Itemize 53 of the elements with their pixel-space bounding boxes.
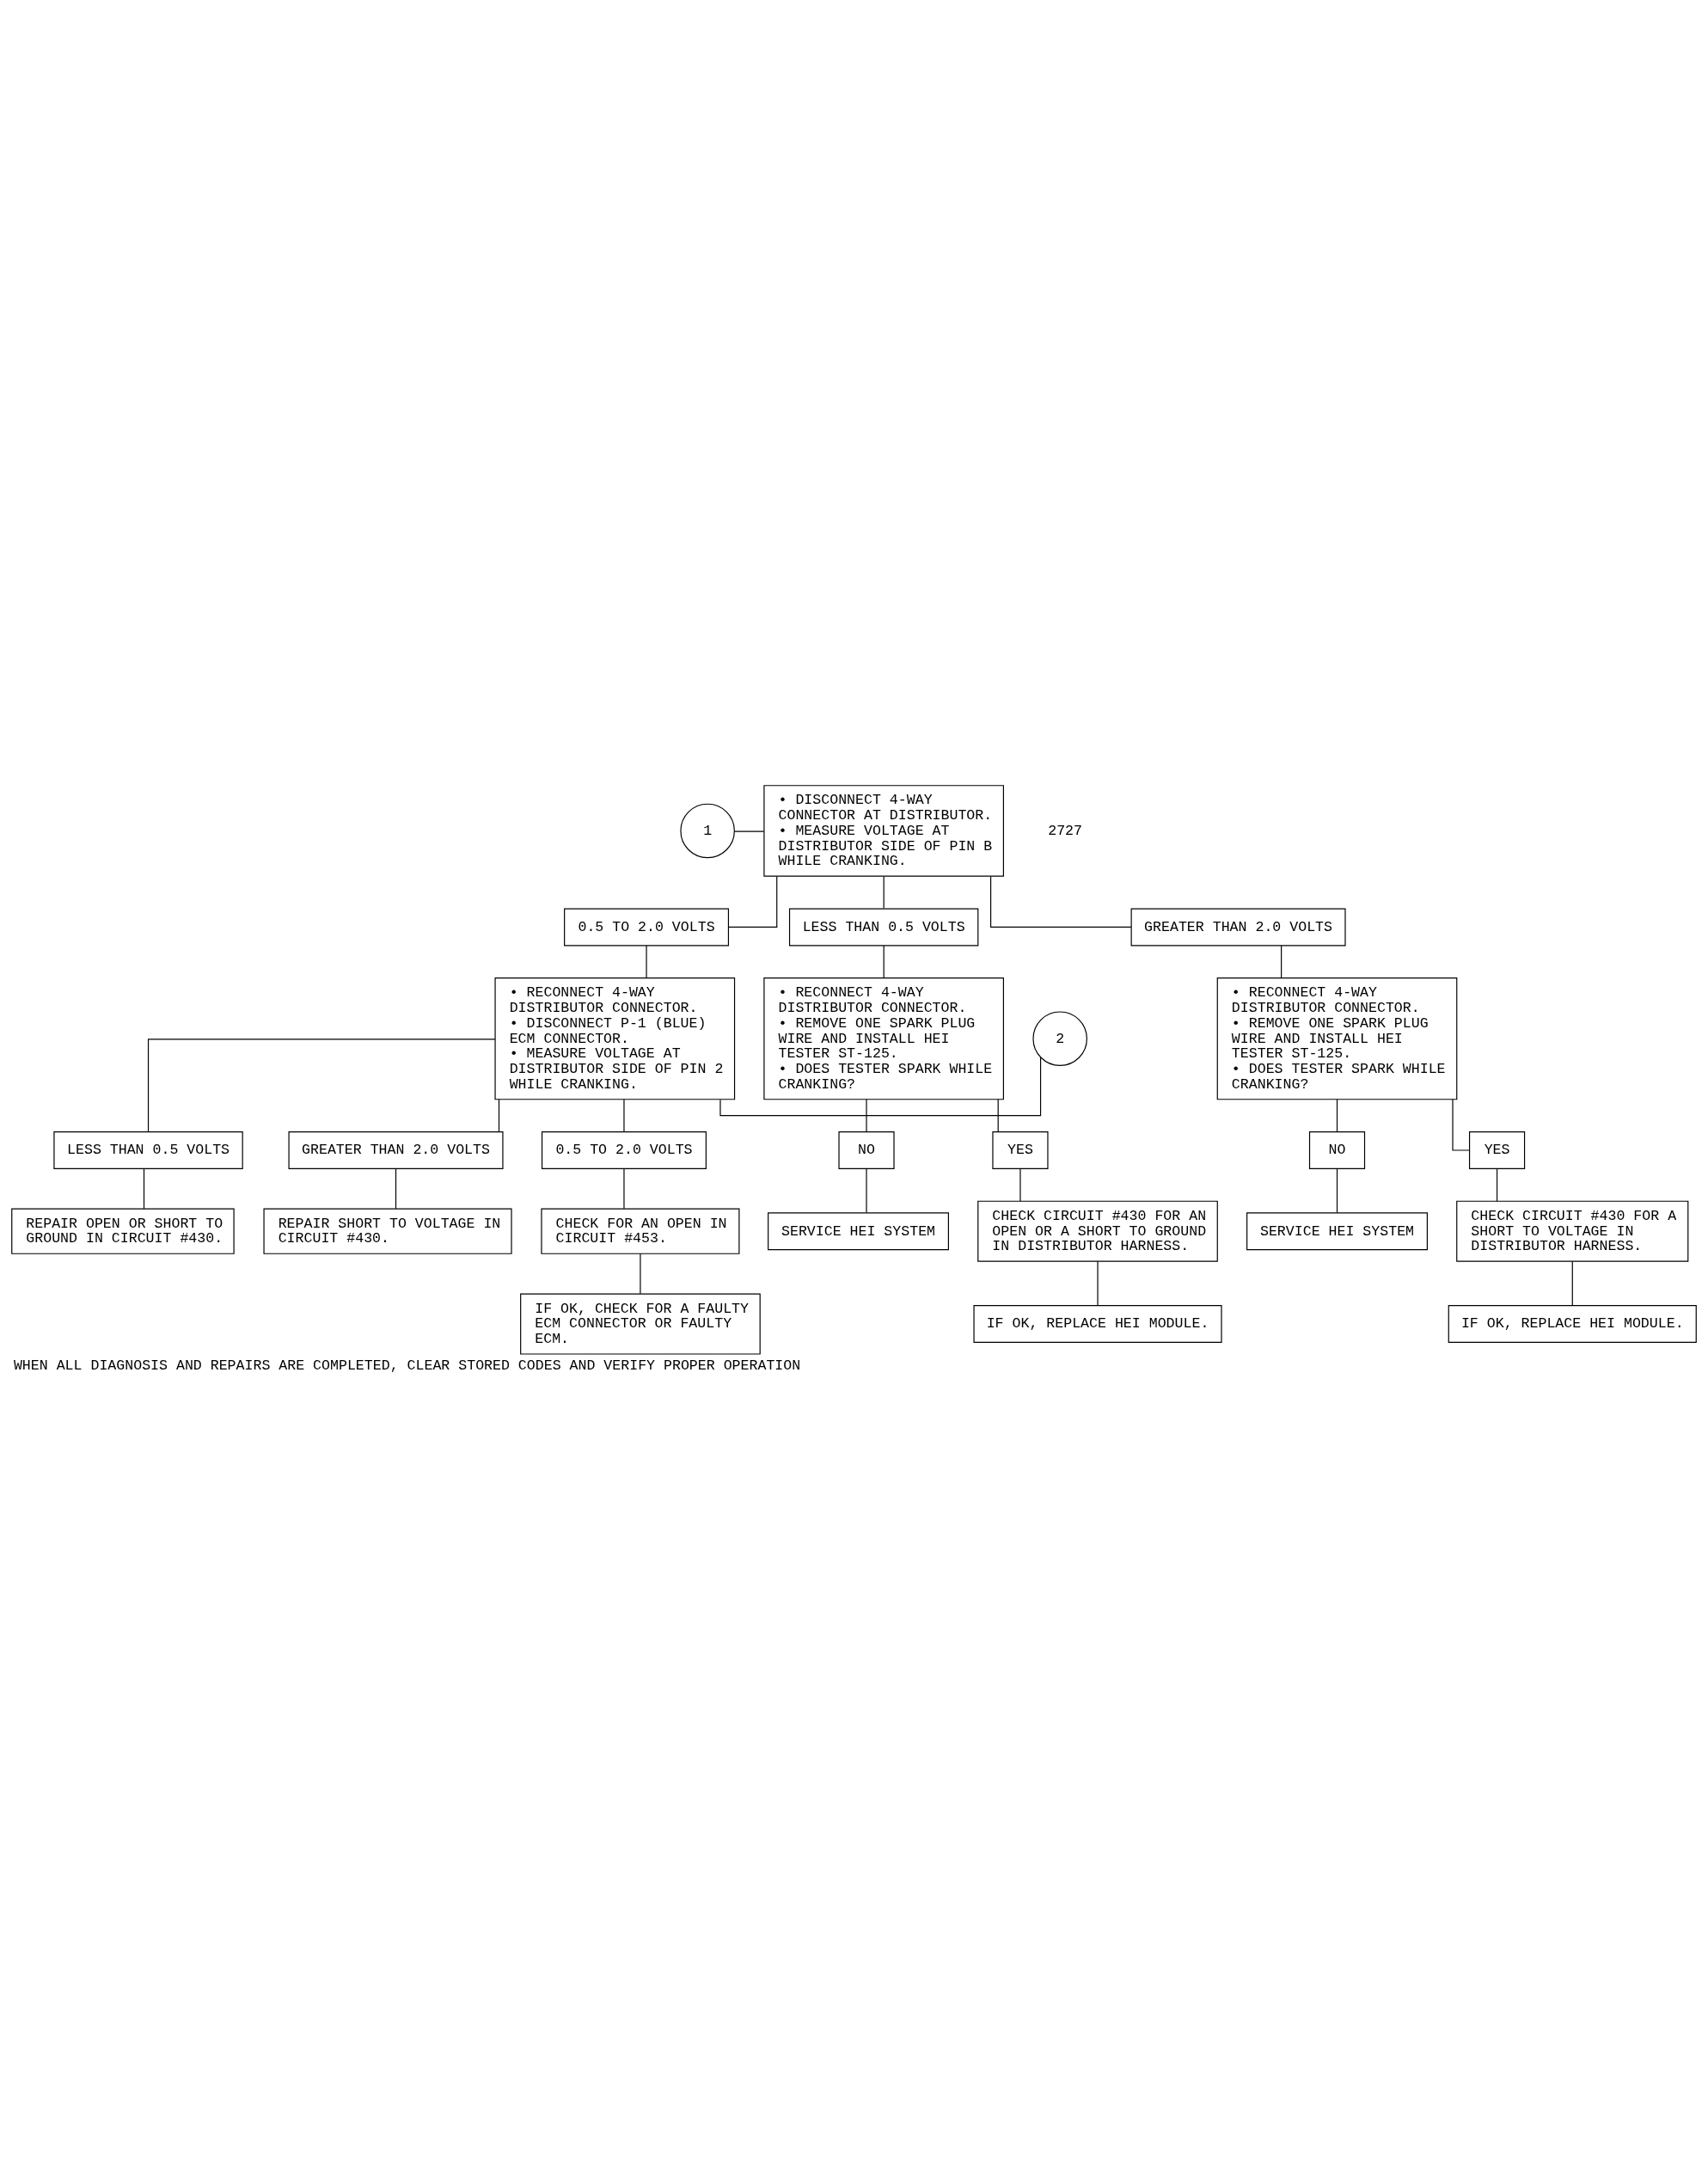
node-box: YES bbox=[1468, 1131, 1526, 1169]
node-box: SERVICE HEI SYSTEM bbox=[1246, 1212, 1428, 1251]
caption: WHEN ALL DIAGNOSIS AND REPAIRS ARE COMPLETED, CLEAR STORED CODES AND VERIFY PROPER OPERATION bbox=[13, 1357, 801, 1375]
node-circle: 2 bbox=[1032, 1011, 1087, 1067]
node-box: NO bbox=[1308, 1131, 1366, 1169]
connector bbox=[640, 1253, 641, 1295]
node-box: SERVICE HEI SYSTEM bbox=[768, 1212, 949, 1251]
connector bbox=[623, 1167, 625, 1210]
node-box: REPAIR OPEN OR SHORT TO GROUND IN CIRCUIT #430. bbox=[11, 1208, 235, 1254]
node-box: • RECONNECT 4-WAY DISTRIBUTOR CONNECTOR. • DISCONNECT P-1 (BLUE) ECM CONNECTOR. • MEASURE VOLTAGE AT DISTRIBUTOR SIDE OF PIN 2 WHILE CRANKING. bbox=[494, 977, 736, 1100]
connector bbox=[1281, 945, 1283, 978]
node-circle: 1 bbox=[680, 803, 735, 859]
node-box: IF OK, CHECK FOR A FAULTY ECM CONNECTOR OR FAULTY ECM. bbox=[520, 1293, 761, 1355]
node-box: IF OK, REPLACE HEI MODULE. bbox=[973, 1305, 1222, 1343]
node-box: • RECONNECT 4-WAY DISTRIBUTOR CONNECTOR. • REMOVE ONE SPARK PLUG WIRE AND INSTALL HEI TESTER ST-125. • DOES TESTER SPARK WHILE CRANKING? bbox=[1216, 977, 1458, 1100]
connector bbox=[883, 945, 885, 978]
connector bbox=[1019, 1167, 1021, 1202]
connector bbox=[1097, 1260, 1099, 1307]
connector bbox=[866, 1167, 867, 1214]
node-box: CHECK CIRCUIT #430 FOR AN OPEN OR A SHORT TO GROUND IN DISTRIBUTOR HARNESS. bbox=[977, 1200, 1218, 1262]
node-box: 0.5 TO 2.0 VOLTS bbox=[564, 908, 730, 947]
label: 2727 bbox=[1048, 822, 1082, 839]
connector bbox=[883, 875, 885, 910]
node-box: GREATER THAN 2.0 VOLTS bbox=[288, 1131, 504, 1169]
connector bbox=[623, 1099, 625, 1133]
node-box: GREATER THAN 2.0 VOLTS bbox=[1130, 908, 1346, 947]
connector bbox=[997, 1099, 999, 1133]
node-box: IF OK, REPLACE HEI MODULE. bbox=[1448, 1305, 1697, 1343]
connector bbox=[1452, 1099, 1470, 1151]
node-box: CHECK CIRCUIT #430 FOR A SHORT TO VOLTAGE IN DISTRIBUTOR HARNESS. bbox=[1456, 1200, 1689, 1262]
node-box: • RECONNECT 4-WAY DISTRIBUTOR CONNECTOR. • REMOVE ONE SPARK PLUG WIRE AND INSTALL HEI TESTER ST-125. • DOES TESTER SPARK WHILE CRANKING? bbox=[763, 977, 1004, 1100]
node-box: LESS THAN 0.5 VOLTS bbox=[53, 1131, 243, 1169]
connector bbox=[646, 945, 647, 978]
connector bbox=[733, 830, 765, 832]
node-box: NO bbox=[838, 1131, 895, 1169]
connector bbox=[498, 1099, 500, 1133]
connector bbox=[728, 875, 778, 928]
node-box: REPAIR SHORT TO VOLTAGE IN CIRCUIT #430. bbox=[263, 1208, 512, 1254]
connector bbox=[1496, 1167, 1498, 1202]
node-box: LESS THAN 0.5 VOLTS bbox=[788, 908, 979, 947]
connector bbox=[990, 875, 1132, 928]
node-box: 0.5 TO 2.0 VOLTS bbox=[542, 1131, 707, 1169]
connector bbox=[1571, 1260, 1573, 1307]
node-box: YES bbox=[992, 1131, 1049, 1169]
node-box: CHECK FOR AN OPEN IN CIRCUIT #453. bbox=[541, 1208, 740, 1254]
connector bbox=[143, 1167, 145, 1210]
node-box: • DISCONNECT 4-WAY CONNECTOR AT DISTRIBUTOR. • MEASURE VOLTAGE AT DISTRIBUTOR SIDE OF PIN B WHILE CRANKING. bbox=[763, 785, 1004, 877]
connector bbox=[147, 1039, 496, 1132]
connector bbox=[866, 1099, 867, 1133]
connector bbox=[395, 1167, 397, 1210]
connector bbox=[1336, 1099, 1338, 1133]
connector bbox=[719, 1057, 1042, 1117]
connector bbox=[1336, 1167, 1338, 1214]
